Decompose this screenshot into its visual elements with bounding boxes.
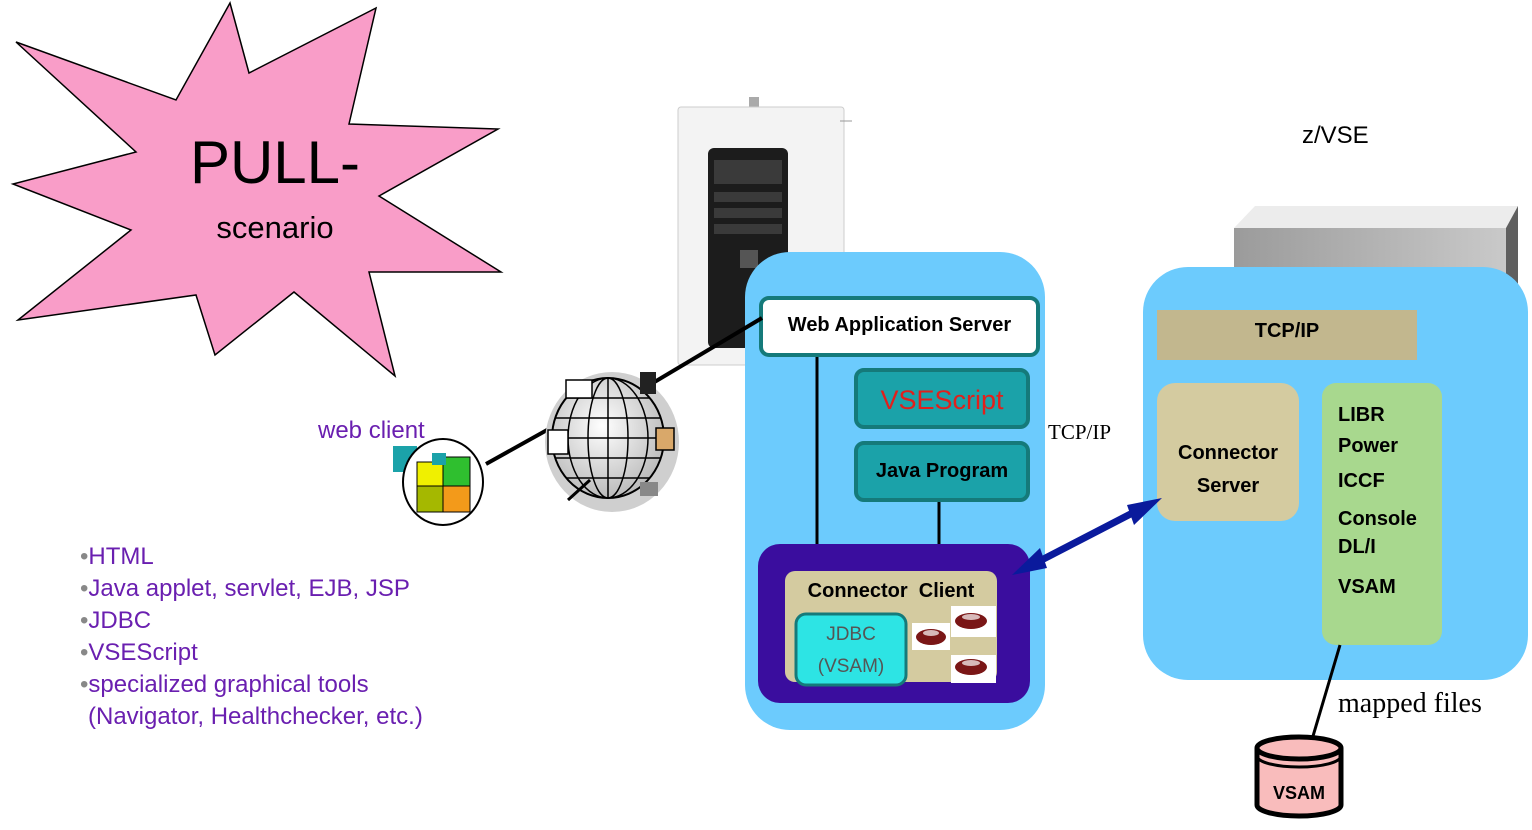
resource-item: ICCF: [1338, 470, 1385, 492]
burst-subtitle: scenario: [216, 210, 334, 245]
connector-client-label: Connector Client: [807, 580, 975, 602]
pull-scenario-burst: [10, 1, 504, 379]
vsam-cylinder-icon: [1254, 734, 1344, 819]
mainframe-label: z/VSE: [1302, 122, 1369, 149]
vsescript-label: VSEScript: [880, 385, 1004, 415]
connector-server-label-line2: Server: [1196, 475, 1260, 497]
client-technology-list: •HTML •Java applet, servlet, EJB, JSP •J…: [80, 541, 423, 733]
resource-item: VSAM: [1338, 576, 1396, 598]
connector-server-box[interactable]: [1157, 383, 1299, 521]
bullet-item: •JDBC: [80, 607, 152, 634]
connector-server-label-line1: Connector: [1178, 442, 1278, 464]
resource-item: Console: [1338, 508, 1417, 530]
internet-globe-icon: [545, 372, 679, 512]
java-program-box[interactable]: [854, 441, 1030, 502]
resource-item: Power: [1338, 435, 1399, 457]
resource-item: DL/I: [1338, 536, 1376, 558]
bullet-continuation: (Navigator, Healthchecker, etc.): [88, 703, 423, 730]
resources-box: [1322, 383, 1442, 645]
tcpip-link-arrow: [1028, 503, 1146, 570]
web-client-puzzle-icon: [393, 438, 484, 526]
tcpip-box: [1157, 310, 1417, 360]
bullet-item: •VSEScript: [80, 639, 198, 666]
vsescript-box[interactable]: [854, 368, 1030, 429]
web-app-server-label: Web Application Server: [787, 314, 1012, 336]
bullet-item: •HTML: [80, 543, 154, 570]
resources-list: LIBR Power ICCF Console DL/I VSAM: [1338, 404, 1417, 599]
link-tcpip-label: TCP/IP: [1048, 420, 1112, 444]
java-program-label: Java Program: [875, 460, 1009, 482]
tcpip-box-label: TCP/IP: [1254, 320, 1320, 342]
jdbc-box[interactable]: [794, 612, 908, 687]
mapped-files-label: mapped files: [1338, 688, 1482, 719]
jdbc-label-line2: (VSAM): [817, 656, 885, 677]
resource-item: LIBR: [1338, 404, 1385, 426]
burst-title: PULL-: [189, 129, 361, 196]
jdbc-label-line1: JDBC: [826, 624, 876, 645]
web-app-server-box[interactable]: [759, 296, 1040, 357]
bullet-item: •specialized graphical tools: [80, 671, 369, 698]
vsam-storage-label: VSAM: [1272, 783, 1325, 803]
web-client-label: web client: [318, 417, 425, 444]
bullet-item: •Java applet, servlet, EJB, JSP: [80, 575, 410, 602]
